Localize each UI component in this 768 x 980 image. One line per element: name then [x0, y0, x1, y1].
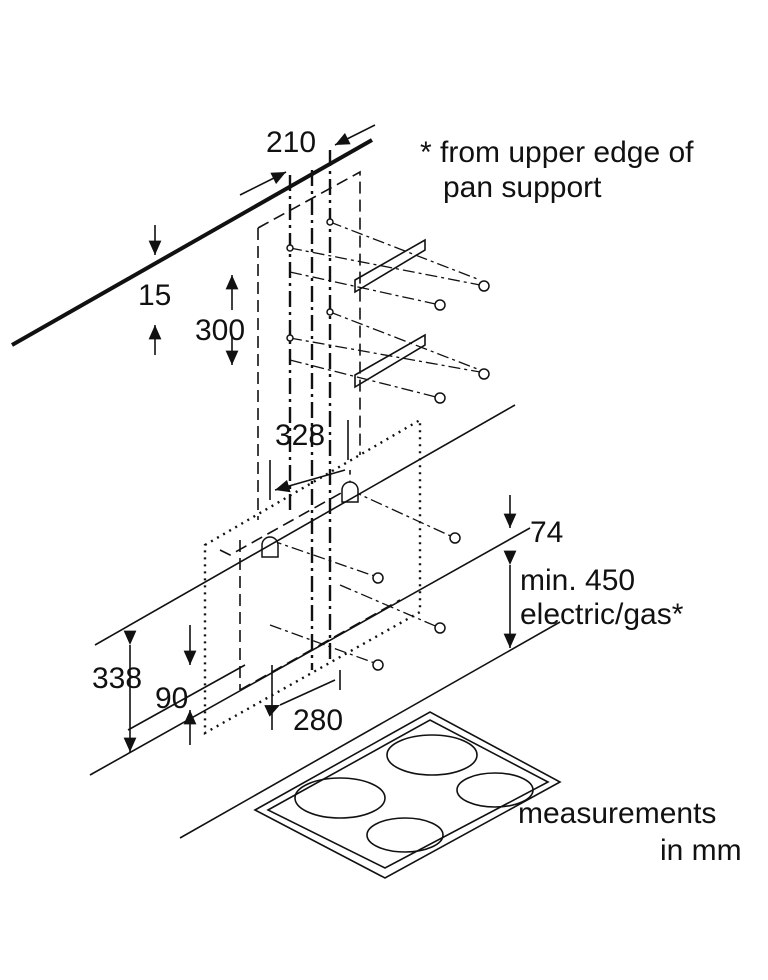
chimney-outline: [257, 150, 361, 670]
dimension-280: 280: [293, 704, 343, 737]
dimension-210: 210: [266, 126, 316, 159]
upper-brackets: [286, 218, 490, 404]
lower-screws: [261, 481, 461, 671]
units-note-line1: measurements: [518, 797, 716, 830]
dimension-15: 15: [138, 279, 171, 312]
dimension-74: 74: [530, 516, 563, 549]
hood-outline: [203, 417, 422, 736]
dimension-338: 338: [92, 662, 142, 695]
pan-support-note-line1: * from upper edge of: [420, 136, 694, 169]
dimension-328: 328: [275, 419, 325, 452]
pan-support-note-line2: pan support: [443, 171, 602, 204]
dimension-300: 300: [195, 314, 245, 347]
cooktop: [253, 711, 562, 879]
min-clearance-line2: electric/gas*: [520, 598, 684, 631]
ceiling-edge-line: [11, 138, 373, 347]
min-clearance-line1: min. 450: [520, 564, 635, 597]
units-note-line2: in mm: [660, 834, 742, 867]
dimension-90: 90: [155, 682, 188, 715]
reference-lines: [89, 124, 561, 839]
